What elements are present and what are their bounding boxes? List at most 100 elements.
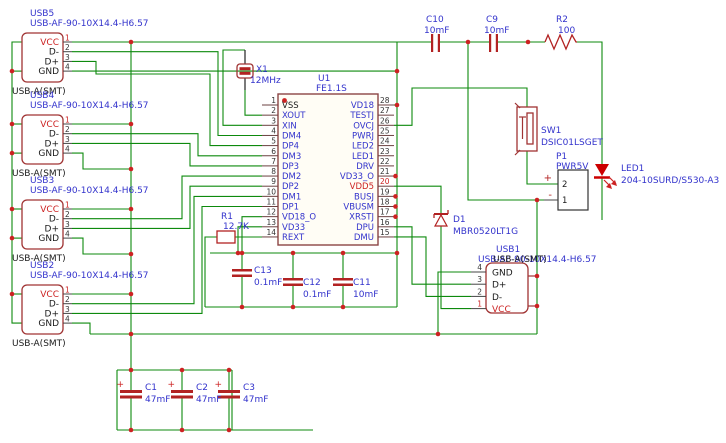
junction-dot xyxy=(235,250,241,256)
wire[interactable] xyxy=(440,226,471,310)
led-ref: LED1 xyxy=(621,164,644,174)
wire[interactable] xyxy=(72,322,91,334)
usb-connector-usb1[interactable] xyxy=(471,262,537,314)
diode-d1[interactable] xyxy=(433,210,449,227)
wire[interactable] xyxy=(467,42,558,201)
capacitor-c3[interactable] xyxy=(218,390,240,399)
power-header-p1[interactable] xyxy=(544,169,589,211)
wire[interactable] xyxy=(72,185,262,229)
junction-dot xyxy=(128,367,134,373)
ic-pin-name: VD33 xyxy=(282,223,305,233)
wire[interactable] xyxy=(72,195,262,305)
header-pin-number: 2 xyxy=(562,180,567,190)
symbols xyxy=(21,32,617,399)
ic-pin-number: 15 xyxy=(380,228,390,237)
resistor-r2[interactable] xyxy=(544,33,577,51)
ic-pin-number: 10 xyxy=(266,187,276,196)
wire[interactable] xyxy=(72,133,262,157)
wire[interactable] xyxy=(244,90,262,116)
ic-pin-number: 8 xyxy=(271,167,276,176)
wire[interactable] xyxy=(222,49,262,126)
wire[interactable] xyxy=(394,226,471,285)
capacitor-c2[interactable] xyxy=(171,390,193,399)
wire[interactable] xyxy=(72,51,262,137)
ic-pin-number: 20 xyxy=(380,177,390,186)
ic-pin-name: DP3 xyxy=(282,162,299,172)
usb-package: USB-A(SMT) xyxy=(12,169,66,179)
ic-pin-name: DM1 xyxy=(282,192,301,202)
ic-pin-number: 1 xyxy=(271,96,276,105)
junction-dot xyxy=(290,304,296,310)
capacitor-c10[interactable] xyxy=(431,34,440,52)
wire[interactable] xyxy=(72,237,131,255)
wire[interactable] xyxy=(241,216,262,253)
junction-dot xyxy=(128,331,134,337)
capacitor-value: 10mF xyxy=(484,26,509,36)
plus-mark: + xyxy=(214,380,222,390)
junction-dot xyxy=(179,367,185,373)
capacitor-c11[interactable] xyxy=(333,278,353,286)
wire[interactable] xyxy=(72,152,131,170)
wire[interactable] xyxy=(394,87,528,126)
usb-pin-number: 3 xyxy=(477,275,482,284)
wire[interactable] xyxy=(204,236,217,307)
ic-pin-name: LED2 xyxy=(352,142,374,152)
usb-connector-usb4[interactable] xyxy=(21,114,72,165)
usb-connector-usb5[interactable] xyxy=(21,32,72,83)
usb-connector-usb2[interactable] xyxy=(21,284,72,335)
junction-dot xyxy=(534,303,540,309)
ic-pin-number: 25 xyxy=(380,126,390,135)
minus-mark: - xyxy=(548,190,552,201)
capacitor-c9[interactable] xyxy=(489,34,498,52)
usb-connector-usb3[interactable] xyxy=(21,199,72,250)
junction-dot xyxy=(9,150,15,156)
usb-part: USB-AF-90-10X14.4-H6.57 xyxy=(30,19,149,29)
wire[interactable] xyxy=(72,205,262,314)
capacitor-value: 0.1mF xyxy=(303,290,331,300)
usb-pin-name: VCC xyxy=(40,205,59,215)
usb-pin-number: 2 xyxy=(65,43,70,52)
crystal-x1[interactable] xyxy=(236,50,254,90)
ic-pin-number: 11 xyxy=(266,198,276,207)
usb-pin-name: D+ xyxy=(45,139,59,149)
wire[interactable] xyxy=(526,151,558,185)
resistor-value: 12.7K xyxy=(223,222,250,232)
junction-dot xyxy=(9,206,15,212)
wire[interactable] xyxy=(577,41,603,164)
usb-pin-number: 4 xyxy=(477,263,482,272)
wire[interactable] xyxy=(237,226,262,253)
resistor-r1[interactable] xyxy=(216,230,236,244)
wire[interactable] xyxy=(72,60,262,147)
wire[interactable] xyxy=(394,185,442,214)
ic-pin-number: 18 xyxy=(380,198,390,207)
ic-pin-number: 21 xyxy=(380,167,390,176)
usb-pin-name: D+ xyxy=(45,309,59,319)
usb-pin-name: GND xyxy=(492,269,513,279)
wire[interactable] xyxy=(72,175,262,220)
ic-pin-name: VD18 xyxy=(351,101,374,111)
ic-u1-fe1.1s[interactable] xyxy=(262,93,394,246)
capacitor-c12[interactable] xyxy=(283,278,303,286)
wire[interactable] xyxy=(437,271,471,334)
ic-pin-number: 7 xyxy=(271,157,276,166)
junction-dot xyxy=(534,273,540,279)
capacitor-value: 0.1mF xyxy=(254,278,282,288)
ic-pin-name: OVCJ xyxy=(353,121,374,131)
capacitor-c1[interactable] xyxy=(120,390,142,399)
usb-pin-number: 1 xyxy=(65,286,70,295)
junction-dot xyxy=(393,214,398,219)
wire[interactable] xyxy=(11,41,22,324)
switch-sw1[interactable] xyxy=(514,102,538,156)
ic-pin-name: DP2 xyxy=(282,182,299,192)
wire[interactable] xyxy=(394,236,471,297)
capacitor-ref: C2 xyxy=(196,383,208,393)
resistor-ref: R1 xyxy=(221,212,233,222)
led-led1[interactable] xyxy=(594,164,617,189)
junction-dot xyxy=(394,68,400,74)
crystal-value: 12MHz xyxy=(250,76,281,86)
wire[interactable] xyxy=(72,142,262,167)
capacitor-c13[interactable] xyxy=(232,269,252,277)
